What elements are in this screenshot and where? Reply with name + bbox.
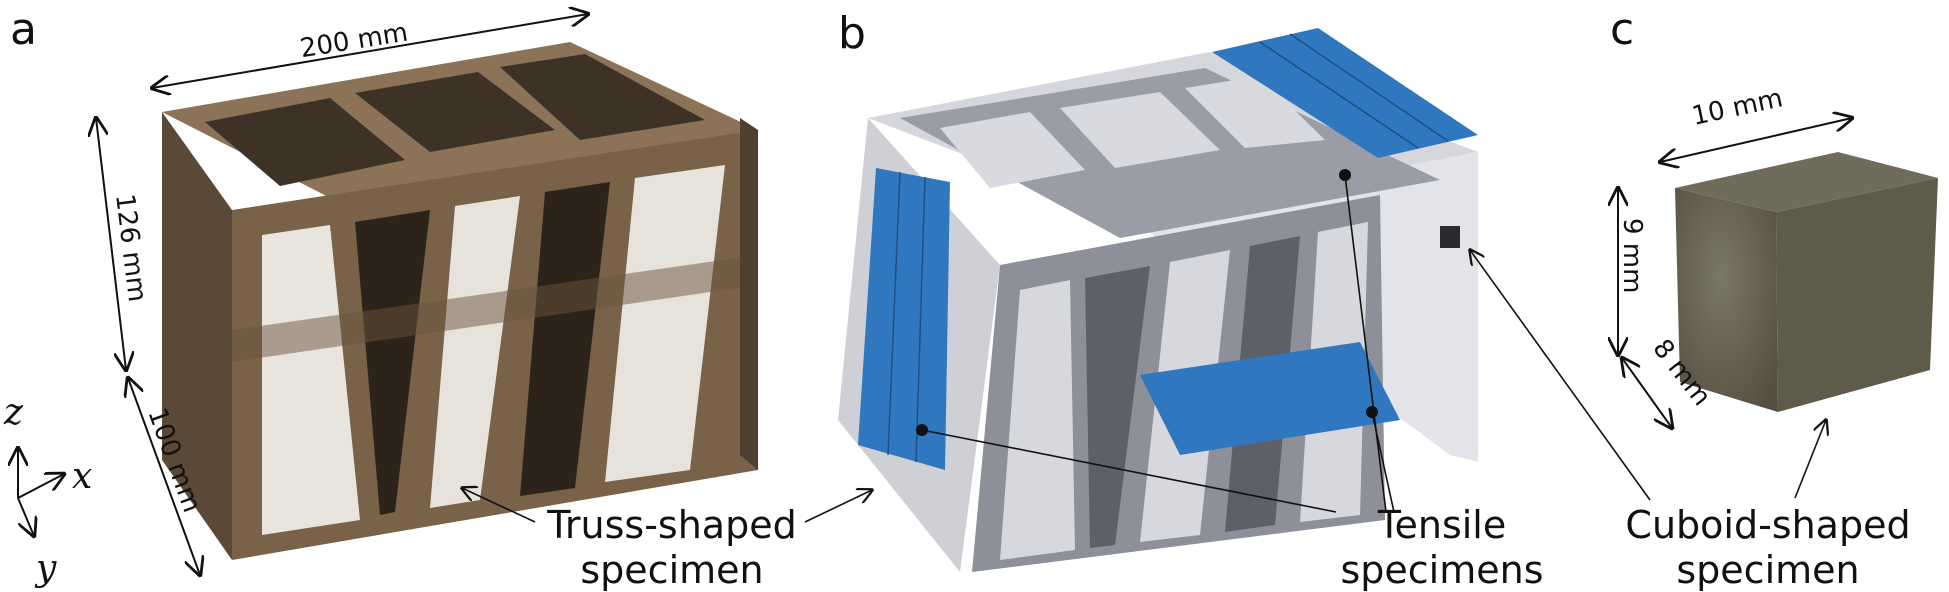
truss-front-opening	[262, 225, 360, 535]
dim-c-depth-arrow	[1622, 358, 1672, 428]
x-axis	[17, 474, 64, 499]
cad-truss-front-opening	[1000, 280, 1075, 560]
cad-truss-top-opening	[1185, 76, 1325, 148]
dim-length-arrow	[152, 14, 588, 88]
cad-truss-front-opening	[1085, 266, 1150, 548]
tensile-plate-divider	[1259, 41, 1419, 149]
truss-leader-right	[804, 490, 872, 523]
callout-tensile-line1: Tensile	[1377, 503, 1507, 547]
truss-right-face	[740, 118, 758, 470]
cuboid-leader	[1470, 250, 1651, 501]
truss-front-opening	[430, 196, 520, 508]
tensile-leader-bottom	[1371, 411, 1395, 513]
callout-tensile-line2: specimens	[1340, 548, 1543, 592]
tensile-leader-left	[921, 429, 1337, 513]
tensile-plate-divider	[887, 171, 901, 456]
callout-cuboid-line2: specimen	[1676, 548, 1859, 592]
panel-a: a 200 mm 126 mm	[3, 4, 758, 589]
x-axis-label: x	[72, 456, 92, 497]
cad-assembly	[838, 28, 1478, 572]
coordinate-axes: z x y	[3, 392, 92, 589]
dim-width-arrow	[1660, 118, 1852, 162]
tensile-plate-top	[1212, 28, 1478, 158]
truss-top-opening	[205, 98, 405, 186]
cuboid-right-face	[1776, 178, 1938, 412]
y-axis	[17, 497, 34, 536]
dim-length-label: 200 mm	[298, 18, 410, 65]
panel-b-letter: b	[838, 8, 866, 59]
dim-depth-arrow	[128, 378, 200, 575]
cad-truss-top-opening	[1060, 92, 1220, 168]
cuboid-top-face	[1675, 152, 1938, 212]
dim-c-height-label: 9 mm	[1617, 218, 1647, 293]
callout-truss-line1: Truss-shaped	[546, 503, 796, 547]
callout-cuboid: Cuboid-shaped specimen	[1625, 420, 1911, 592]
callout-truss: Truss-shaped specimen	[462, 488, 872, 592]
tensile-plate-divider	[1289, 33, 1449, 142]
cuboid-photo-leader	[1794, 420, 1826, 499]
dim-height-arrow	[96, 118, 126, 370]
callout-truss-line2: specimen	[580, 548, 763, 592]
truss-front-opening	[605, 165, 725, 482]
truss-leader-left	[462, 488, 536, 523]
panel-a-letter: a	[10, 4, 37, 55]
truss-mid-beam	[232, 255, 758, 362]
panel-c: c 10 mm 9 mm 8 mm	[1610, 4, 1938, 428]
truss-front-opening	[355, 210, 430, 515]
truss-front-opening	[520, 182, 610, 496]
panel-c-letter: c	[1610, 4, 1634, 55]
z-axis-label: z	[3, 392, 24, 433]
tensile-plate-bottom	[1140, 342, 1400, 455]
callout-tensile: Tensile specimens	[1340, 503, 1543, 592]
cad-truss-top-opening	[940, 112, 1085, 188]
callout-cuboid-line1: Cuboid-shaped	[1625, 503, 1910, 547]
tensile-leader-top	[1344, 174, 1387, 513]
panel-b: b	[838, 8, 1651, 572]
tensile-plate-left	[858, 168, 950, 470]
cuboid-specimen-photo	[1675, 152, 1938, 412]
truss-specimen-photo	[162, 42, 758, 560]
cuboid-front-face	[1675, 188, 1778, 412]
y-axis-label: y	[34, 548, 57, 589]
cad-cuboid	[1440, 226, 1460, 248]
tensile-plate-divider	[915, 176, 926, 463]
dim-width-label: 10 mm	[1689, 83, 1785, 131]
